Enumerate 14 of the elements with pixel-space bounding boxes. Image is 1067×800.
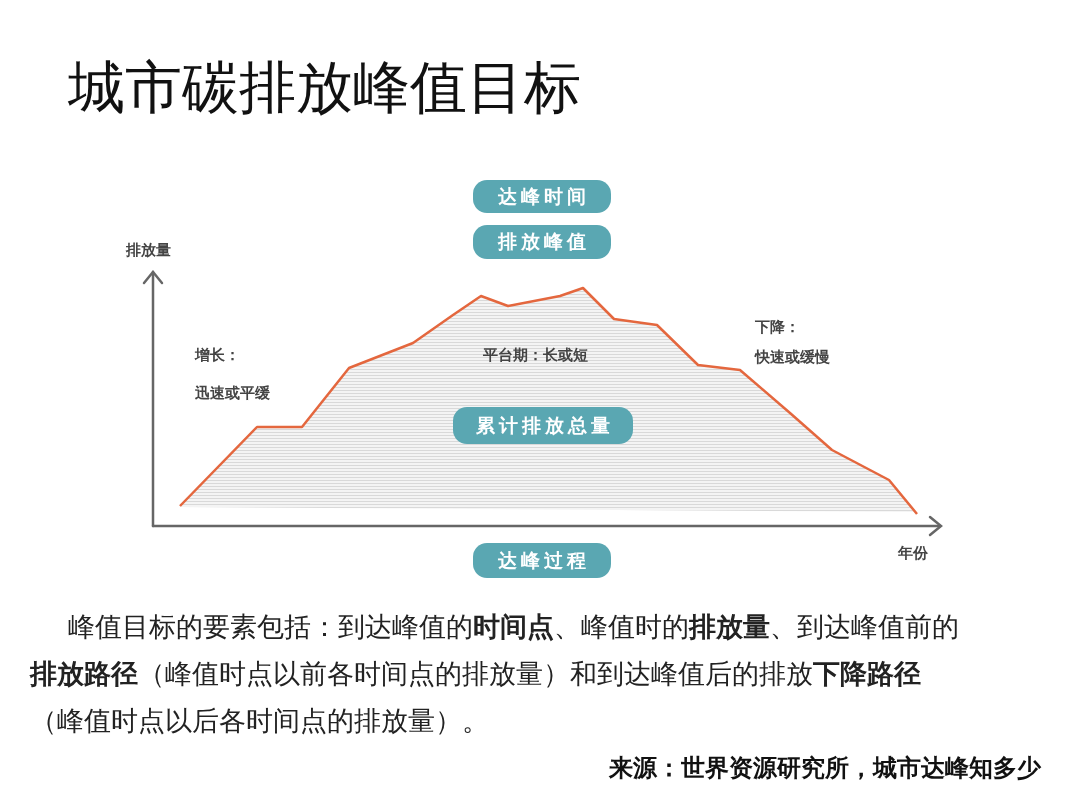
rounded-tag: 达峰时间 [473,180,611,213]
phase-note: 迅速或平缓 [195,383,270,403]
source-note: 来源：世界资源研究所，城市达峰知多少 [609,754,1041,783]
axis-label: 排放量 [126,240,171,260]
page-title: 城市碳排放峰值目标 [68,53,581,122]
phase-note: 快速或缓慢 [755,347,830,367]
rounded-tag: 累计排放总量 [453,407,633,444]
rounded-tag: 达峰过程 [473,543,611,578]
rounded-tag: 排放峰值 [473,225,611,259]
phase-note: 增长： [195,345,240,365]
phase-note: 下降： [755,317,800,337]
phase-note: 平台期：长或短 [483,345,588,365]
axis-label: 年份 [898,543,928,563]
description-paragraph: 峰值目标的要素包括：到达峰值的时间点、峰值时的排放量、到达峰值前的排放路径（峰值时点以前各时间点的排放量）和到达峰值后的排放下降路径（峰值时点以后各时间点的排放量）。 [30,611,960,738]
